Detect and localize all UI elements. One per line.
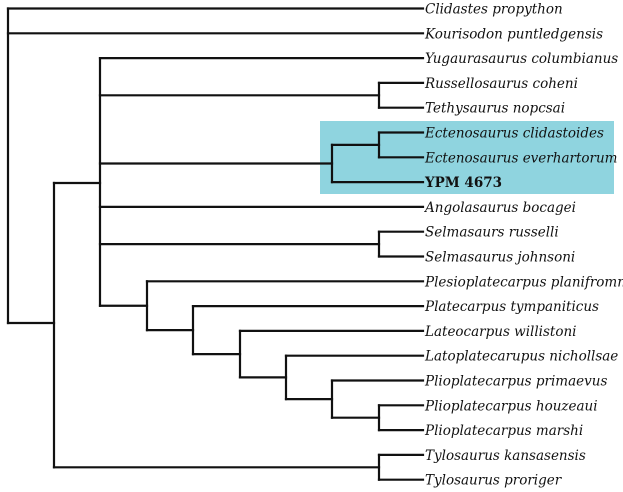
taxon-label: Plesioplatecarpus planifromns (424, 274, 623, 290)
tree-branches (6, 7, 425, 481)
taxon-label: Ectenosaurus clidastoides (424, 126, 604, 142)
taxon-label: Latoplatecarupus nichollsae (424, 349, 618, 365)
taxon-label: Plioplatecarpus houzeaui (424, 398, 598, 414)
taxon-label: Selmasaurs russelli (425, 225, 559, 241)
taxon-label: Lateocarpus willistoni (424, 324, 577, 340)
taxon-label: Russellosaurus coheni (424, 76, 578, 92)
taxon-label: Kourisodon puntledgensis (424, 26, 603, 42)
taxon-label: Angolasaurus bocagei (423, 200, 576, 216)
taxon-label: Yugaurasaurus columbianus (425, 51, 618, 67)
taxon-label: Ectenosaurus everhartorum (424, 150, 617, 166)
taxon-label: Tylosaurus proriger (425, 473, 563, 489)
taxon-label: Clidastes propython (425, 2, 563, 18)
taxon-label: Selmasaurus johnsoni (425, 250, 575, 266)
taxon-label: Plioplatecarpus primaevus (424, 374, 607, 390)
taxon-label: Tethysaurus nopcsai (425, 101, 565, 117)
taxon-label: Plioplatecarpus marshi (424, 423, 583, 439)
taxon-label: Tylosaurus kansasensis (425, 448, 586, 464)
taxon-label: YPM 4673 (424, 175, 502, 191)
taxon-label: Platecarpus tympaniticus (424, 299, 599, 315)
